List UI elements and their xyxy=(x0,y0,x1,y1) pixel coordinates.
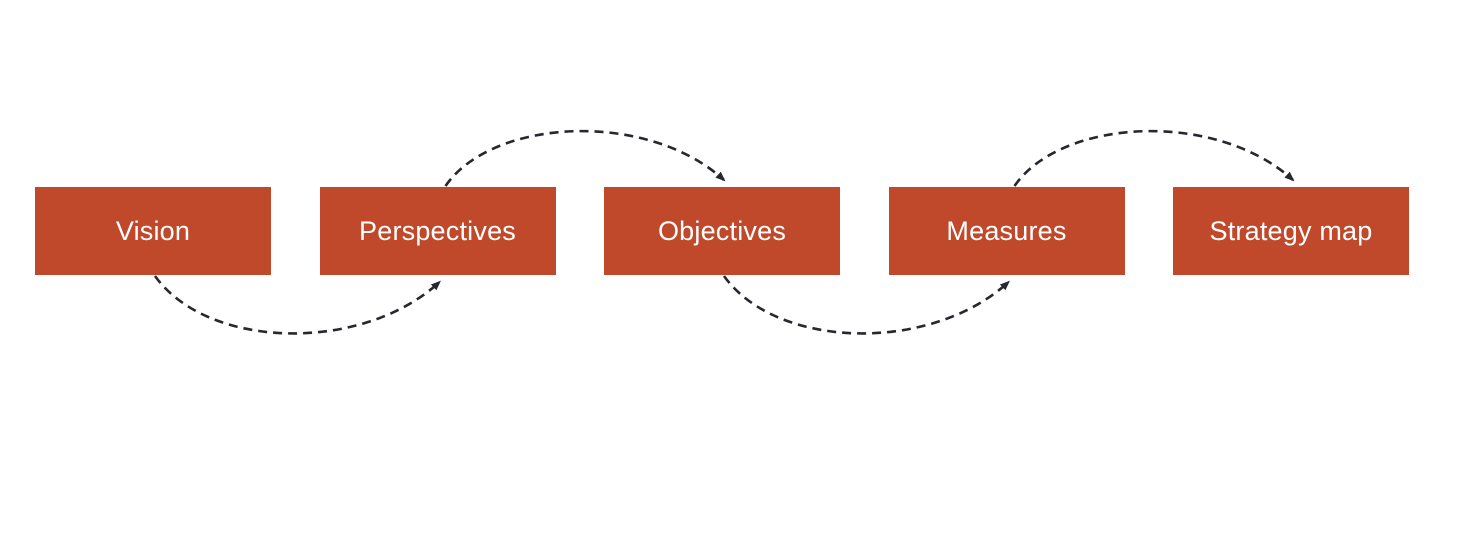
node-measures: Measures xyxy=(888,187,1125,275)
node-label: Objectives xyxy=(657,215,787,246)
node-label: Strategy map xyxy=(1209,215,1373,246)
connector-objectives-to-measures xyxy=(722,275,1010,335)
node-label: Measures xyxy=(946,215,1067,246)
node-objectives: Objectives xyxy=(604,187,840,275)
node-vision: Vision xyxy=(35,187,271,275)
node-label: Perspectives xyxy=(359,215,516,246)
node-strategy-map: Strategy map xyxy=(1173,187,1409,275)
connector-measures-to-strategy-map xyxy=(1013,129,1295,187)
connector-vision-to-perspectives xyxy=(153,275,441,335)
connector-perspectives-to-objectives xyxy=(444,129,726,187)
node-perspectives: Perspectives xyxy=(319,187,556,275)
node-label: Vision xyxy=(115,215,191,246)
